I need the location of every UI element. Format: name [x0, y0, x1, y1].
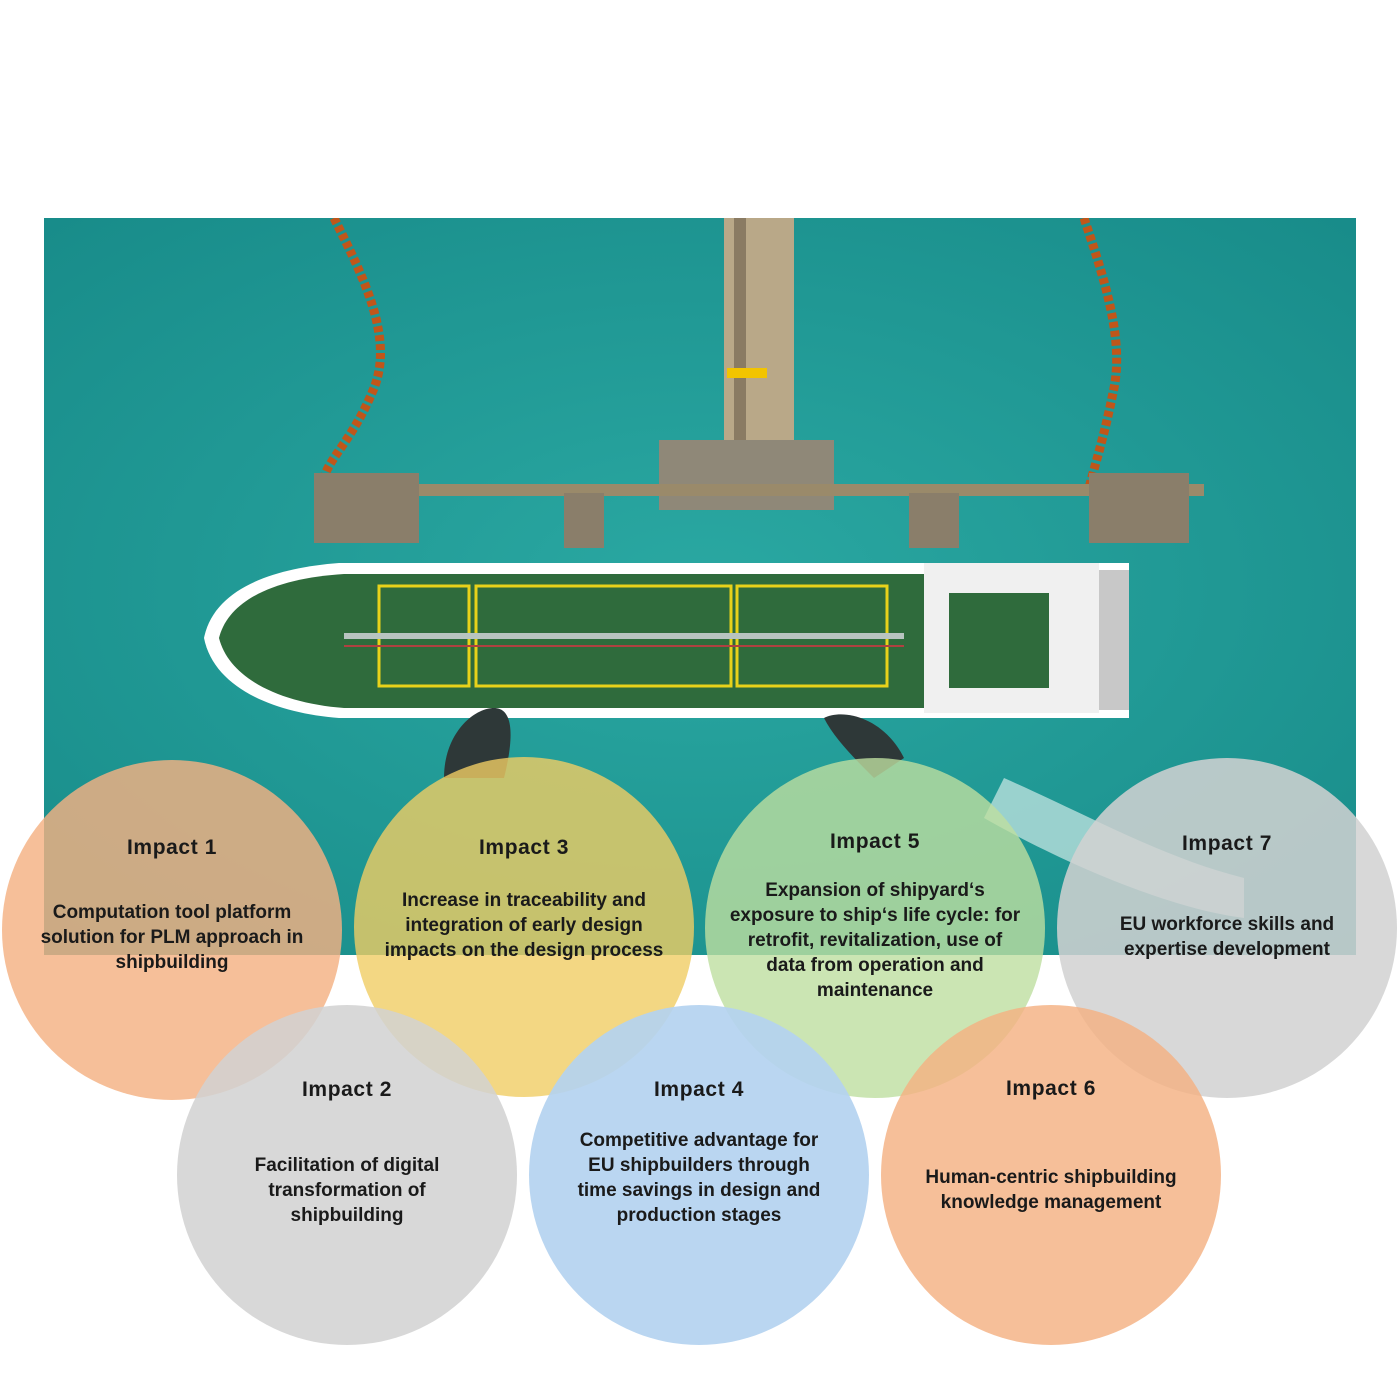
- impact-3-text: Increase in traceability and integration…: [384, 890, 664, 961]
- impact-4-circle: Impact 4 Competitive advantage for EU sh…: [529, 1005, 869, 1345]
- impact-6-title: Impact 6: [1006, 1077, 1096, 1100]
- impact-1-text: Computation tool platform solution for P…: [40, 902, 304, 973]
- impact-7-text: EU workforce skills and expertise develo…: [1119, 914, 1335, 960]
- impact-3-title: Impact 3: [479, 836, 569, 859]
- impact-2-text: Facilitation of digital transformation o…: [254, 1155, 440, 1226]
- impact-4-text: Competitive advantage for EU shipbuilder…: [577, 1130, 821, 1226]
- impact-4-title: Impact 4: [654, 1078, 744, 1101]
- impact-6-text: Human-centric shipbuilding knowledge man…: [925, 1167, 1177, 1213]
- impact-7-title: Impact 7: [1182, 832, 1272, 855]
- impact-5-text: Expansion of shipyard‘s exposure to ship…: [729, 880, 1021, 1001]
- impact-1-circle: Impact 1 Computation tool platform solut…: [2, 760, 342, 1100]
- impact-1-title: Impact 1: [127, 836, 217, 859]
- impact-2-circle: Impact 2 Facilitation of digital transfo…: [177, 1005, 517, 1345]
- impact-2-title: Impact 2: [302, 1078, 392, 1101]
- aerial-ship-photo: [44, 218, 1356, 955]
- impact-5-title: Impact 5: [830, 830, 920, 853]
- impact-6-circle: Impact 6 Human-centric shipbuilding know…: [881, 1005, 1221, 1345]
